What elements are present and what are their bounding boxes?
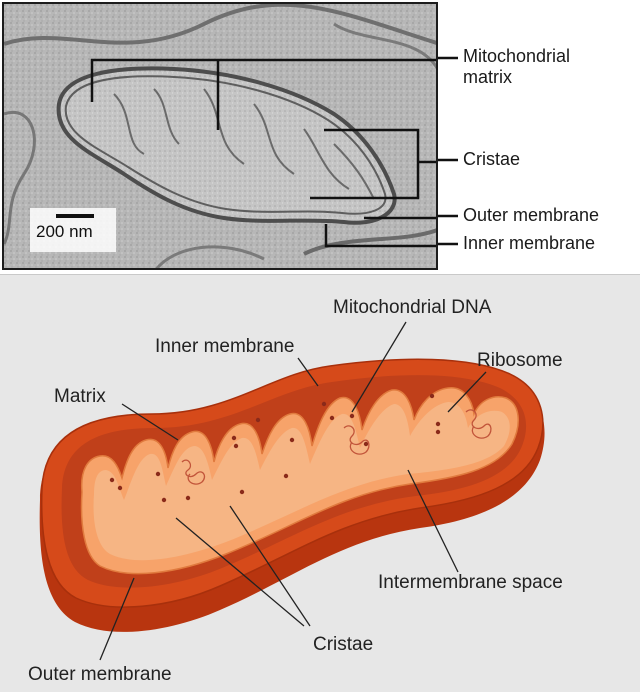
diagram-leader-lines <box>99 321 487 661</box>
ribosome-dot <box>109 477 115 483</box>
micrograph-leader-lines <box>438 56 458 246</box>
ribosomes <box>109 393 441 503</box>
ribosome-dot <box>435 429 441 435</box>
leader-matrix <box>121 403 179 441</box>
ribosome-dot <box>155 471 161 477</box>
ribosome-dot <box>161 497 167 503</box>
ribosome-dot <box>255 417 261 423</box>
leader-outer-membrane <box>99 577 135 661</box>
ribosome-dot <box>289 437 295 443</box>
label-mitochondrial-matrix: Mitochondrial matrix <box>463 46 570 88</box>
label-ribosome: Ribosome <box>477 350 563 371</box>
ribosome-dot <box>329 415 335 421</box>
leader-inner-membrane <box>297 357 319 387</box>
label-mitochondrial-dna: Mitochondrial DNA <box>333 297 492 318</box>
ribosome-dot <box>435 421 441 427</box>
micrograph-panel: 200 nm Mitochondrial matrix Cristae Oute… <box>0 0 640 275</box>
label-matrix: Matrix <box>54 386 106 407</box>
matrix <box>93 402 510 561</box>
ribosome-dot <box>117 485 123 491</box>
label-inner-membrane-micrograph: Inner membrane <box>463 233 596 253</box>
ribosome-dot <box>349 413 355 419</box>
mitochondrial-dna-icon <box>181 459 206 485</box>
ribosome-dot <box>185 495 191 501</box>
label-outer-membrane-diagram: Outer membrane <box>28 664 172 685</box>
ribosome-dot <box>363 441 369 447</box>
ribosome-dot <box>231 435 237 441</box>
leader-cristae-1 <box>175 517 305 627</box>
label-intermembrane-space: Intermembrane space <box>378 572 563 593</box>
leader-ribosome <box>447 371 487 413</box>
label-outer-membrane-micrograph: Outer membrane <box>463 205 600 225</box>
mitochondrial-dna-icon <box>343 425 370 455</box>
mitochondrial-dna-icon <box>465 409 492 439</box>
label-cristae-diagram: Cristae <box>313 634 374 655</box>
electron-micrograph: 200 nm <box>2 2 438 270</box>
leader-cristae-2 <box>229 505 311 627</box>
ribosome-dot <box>239 489 245 495</box>
ribosome-dot <box>283 473 289 479</box>
label-mitochondrial-matrix-line2: matrix <box>463 67 512 87</box>
ribosome-dot <box>429 393 435 399</box>
ribosome-dot <box>321 401 327 407</box>
label-inner-membrane-diagram: Inner membrane <box>155 336 295 357</box>
label-mitochondrial-matrix-line1: Mitochondrial <box>463 46 571 66</box>
leader-intermembrane-space <box>407 469 459 573</box>
scale-bar <box>56 214 94 218</box>
leader-mitochondrial-dna <box>351 321 407 413</box>
scale-bar-label: 200 nm <box>36 222 93 241</box>
label-cristae-micrograph: Cristae <box>463 149 521 169</box>
ribosome-dot <box>233 443 239 449</box>
